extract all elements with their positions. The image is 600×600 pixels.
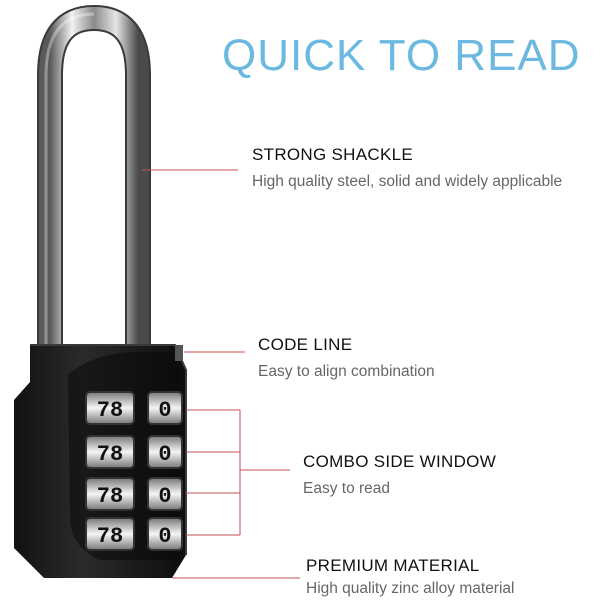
dial-front-digit: 0 xyxy=(158,398,171,423)
feature-combo-side-window: COMBO SIDE WINDOW Easy to read xyxy=(303,452,496,499)
dial-side-digits: 78 xyxy=(97,524,123,549)
feature-premium-material: PREMIUM MATERIAL High quality zinc alloy… xyxy=(306,556,514,599)
feature-description: High quality zinc alloy material xyxy=(306,580,515,598)
dial-side-digits: 78 xyxy=(97,442,123,467)
dial-side-digits: 78 xyxy=(97,398,123,423)
leader-lines xyxy=(142,169,300,579)
dial-3[interactable]: 78 0 xyxy=(85,477,183,511)
feature-heading: PREMIUM MATERIAL xyxy=(306,556,480,575)
dial-1[interactable]: 78 0 xyxy=(85,391,183,425)
dial-4[interactable]: 78 0 xyxy=(85,517,183,551)
feature-strong-shackle: STRONG SHACKLE High quality steel, solid… xyxy=(252,145,562,192)
dial-front-digit: 0 xyxy=(158,524,171,549)
dial-front-digit: 0 xyxy=(158,484,171,509)
feature-heading: CODE LINE xyxy=(258,335,353,354)
feature-description: Easy to align combination xyxy=(258,363,435,381)
feature-description: High quality steel, solid and widely app… xyxy=(252,173,563,191)
feature-description: Easy to read xyxy=(303,480,391,498)
dial-2[interactable]: 78 0 xyxy=(85,435,183,469)
page-title: QUICK TO READ xyxy=(222,31,581,80)
shackle xyxy=(37,4,151,360)
feature-code-line: CODE LINE Easy to align combination xyxy=(258,335,435,382)
feature-heading: COMBO SIDE WINDOW xyxy=(303,452,497,471)
dial-side-digits: 78 xyxy=(97,484,123,509)
dial-front-digit: 0 xyxy=(158,442,171,467)
code-line-mark xyxy=(175,345,183,361)
feature-heading: STRONG SHACKLE xyxy=(252,145,414,164)
